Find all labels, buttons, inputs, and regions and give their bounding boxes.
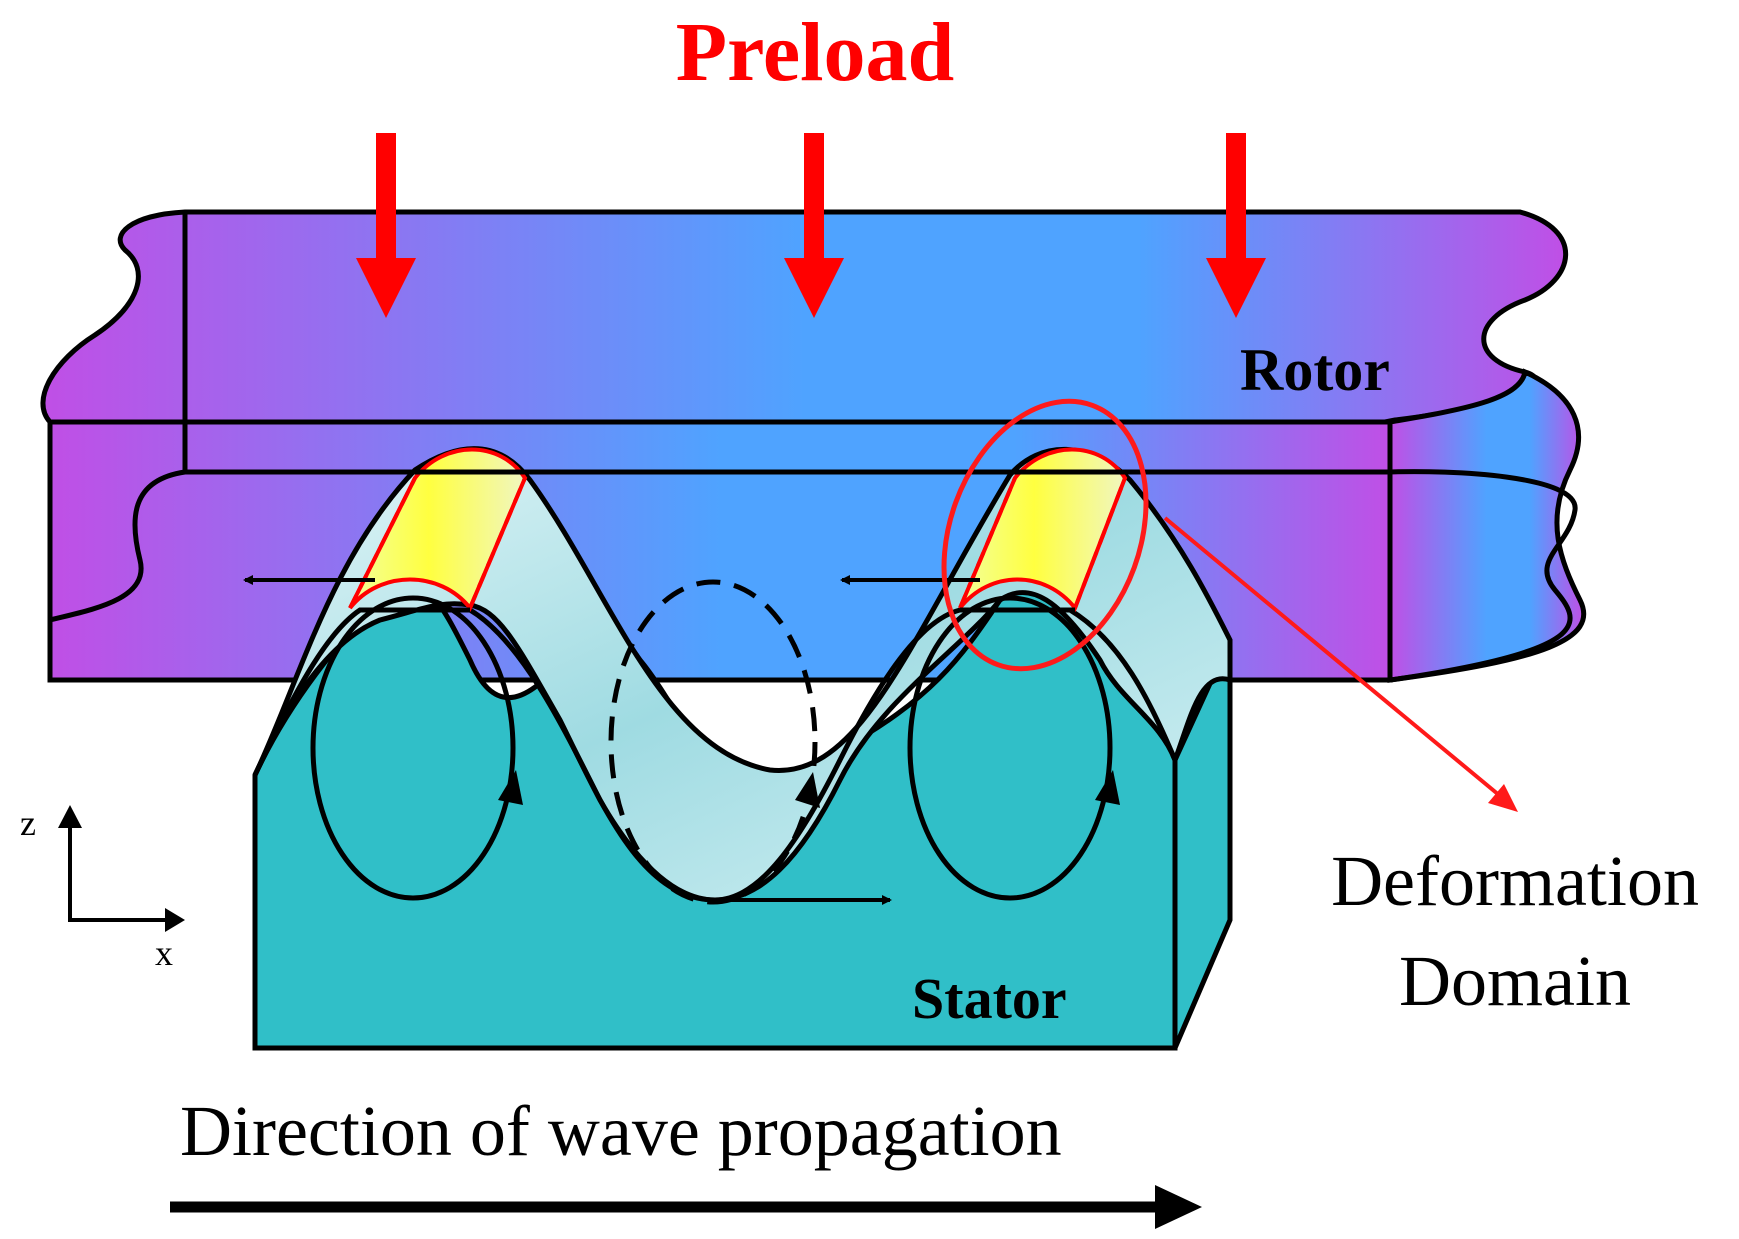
- elliptical-motion-left: [310, 595, 516, 901]
- preload-arrow-left: [356, 133, 416, 318]
- wave-direction-label: Direction of wave propagation: [180, 1091, 1062, 1171]
- stator-label: Stator: [912, 966, 1067, 1031]
- deformation-domain-ring: [941, 398, 1149, 672]
- coordinate-axes: [58, 805, 185, 932]
- rotor-right-cut: [1389, 469, 1578, 683]
- deformation-label-line1: Deformation: [1331, 841, 1699, 921]
- rotor-left-cut: [49, 469, 186, 623]
- rotor-label: Rotor: [1240, 337, 1390, 403]
- elliptical-motion-center-arrowhead: [795, 772, 820, 808]
- preload-label: Preload: [676, 6, 954, 99]
- rotor-right-face: [1387, 368, 1587, 683]
- preload-arrow-center: [784, 133, 844, 318]
- axis-x-label: x: [155, 933, 173, 973]
- deformation-domain-pointer: [1163, 516, 1507, 802]
- preload-arrow-right: [1206, 133, 1266, 318]
- contact-patch-right: [958, 447, 1128, 613]
- elliptical-motion-center-dashed: [608, 579, 818, 905]
- elliptical-motion-left-arrowhead: [498, 770, 523, 805]
- deformation-label-line2: Domain: [1399, 941, 1631, 1021]
- axis-z-label: z: [20, 803, 36, 843]
- preload-arrows: [356, 133, 1266, 318]
- elliptical-motion-right-arrowhead: [1095, 770, 1120, 805]
- wave-direction-arrowhead: [1155, 1185, 1202, 1229]
- elliptical-motion-right: [907, 595, 1113, 901]
- deformation-domain-pointer-head: [1488, 784, 1518, 812]
